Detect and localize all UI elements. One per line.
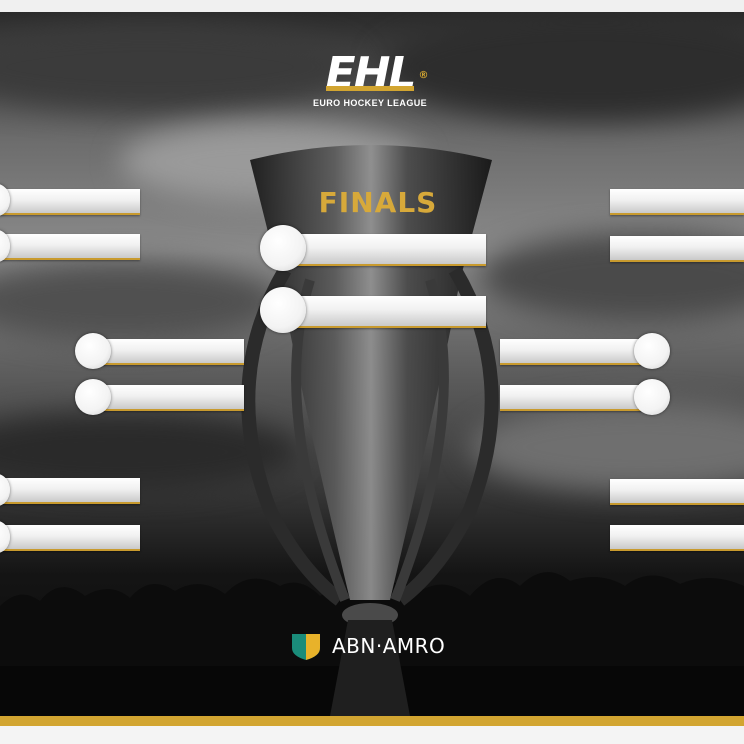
right-semifinal-slot[interactable] bbox=[500, 339, 652, 365]
right-semifinal-slot[interactable] bbox=[500, 385, 652, 411]
cloud-shape bbox=[0, 22, 360, 112]
sponsor-name: ABN·AMRO bbox=[332, 634, 446, 658]
left-semifinal-team-circle[interactable] bbox=[75, 333, 111, 369]
bottom-strip bbox=[0, 726, 744, 744]
left-round1-slot[interactable] bbox=[0, 234, 140, 260]
right-round1-slot[interactable] bbox=[610, 189, 744, 215]
cloud-shape bbox=[470, 402, 744, 492]
right-semifinal-team-circle[interactable] bbox=[634, 333, 670, 369]
left-round1-team-circle[interactable] bbox=[0, 474, 10, 506]
registered-mark: ® bbox=[418, 70, 428, 81]
left-round1-slot[interactable] bbox=[0, 478, 140, 504]
left-round1-slot[interactable] bbox=[0, 189, 140, 215]
left-round1-team-circle[interactable] bbox=[0, 184, 10, 216]
logo-tagline: EURO HOCKEY LEAGUE bbox=[312, 98, 428, 108]
finals-title: FINALS bbox=[318, 186, 438, 219]
final-team-circle[interactable] bbox=[260, 287, 306, 333]
ehl-logo: EHL ® EURO HOCKEY LEAGUE bbox=[300, 52, 440, 120]
right-round1-slot[interactable] bbox=[610, 479, 744, 505]
left-round1-slot[interactable] bbox=[0, 525, 140, 551]
right-semifinal-team-circle[interactable] bbox=[634, 379, 670, 415]
right-round1-slot[interactable] bbox=[610, 236, 744, 262]
final-team-circle[interactable] bbox=[260, 225, 306, 271]
gold-footer-bar bbox=[0, 716, 744, 726]
left-semifinal-slot[interactable] bbox=[94, 339, 244, 365]
left-round1-team-circle[interactable] bbox=[0, 230, 10, 262]
left-semifinal-team-circle[interactable] bbox=[75, 379, 111, 415]
left-round1-team-circle[interactable] bbox=[0, 521, 10, 553]
cloud-shape bbox=[0, 262, 280, 342]
final-slot[interactable] bbox=[284, 234, 486, 266]
logo-gold-bar bbox=[325, 86, 415, 91]
final-slot[interactable] bbox=[284, 296, 486, 328]
logo-mark: EHL bbox=[325, 48, 417, 99]
cloud-shape bbox=[380, 12, 744, 122]
right-round1-slot[interactable] bbox=[610, 525, 744, 551]
sponsor-logo: ABN·AMRO bbox=[290, 632, 470, 662]
bracket-background bbox=[0, 12, 744, 716]
abn-amro-shield-icon bbox=[292, 634, 320, 660]
left-semifinal-slot[interactable] bbox=[94, 385, 244, 411]
